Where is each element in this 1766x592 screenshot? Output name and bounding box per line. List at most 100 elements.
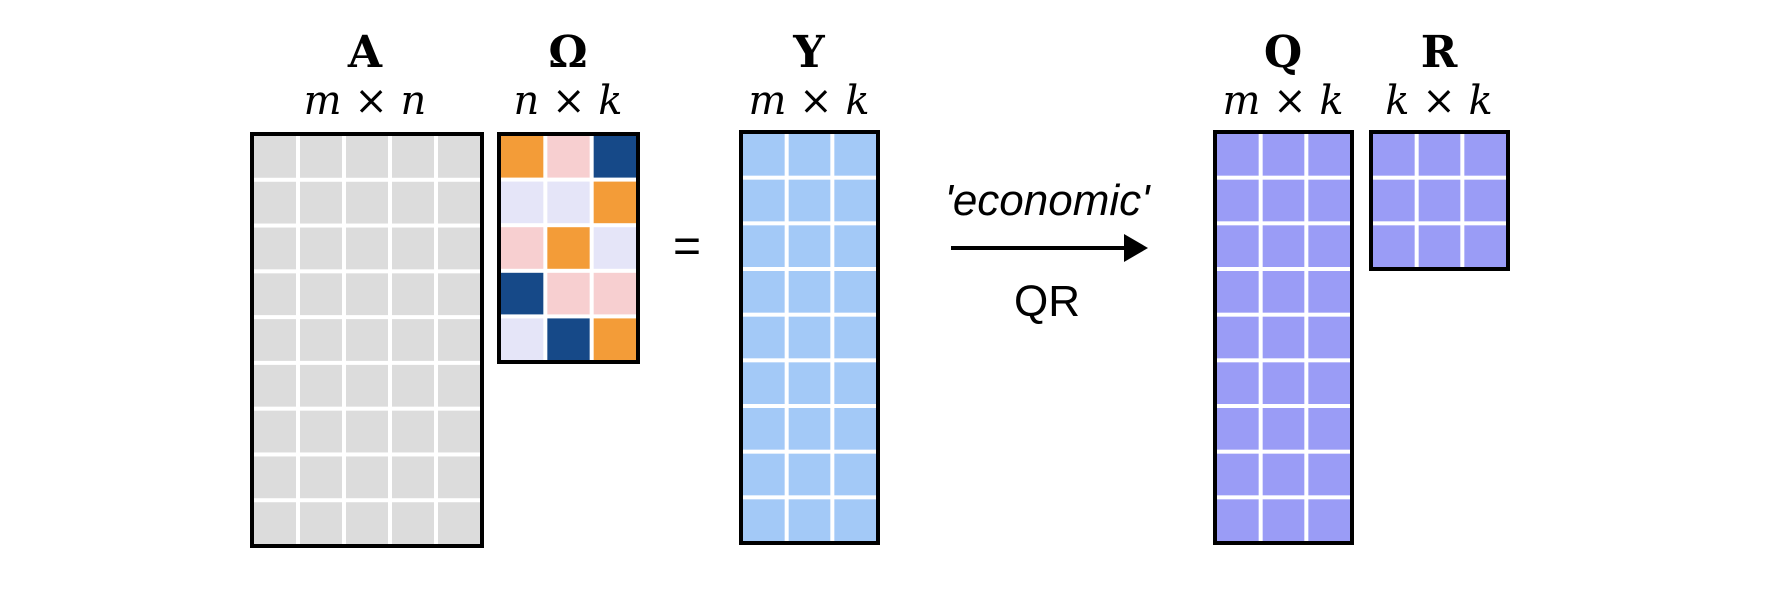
matrix-A-cell: [438, 456, 480, 499]
matrix-Y-cell: [788, 179, 831, 222]
matrix-omega-dims: n × k: [514, 78, 623, 124]
matrix-R-cell: [1418, 134, 1461, 176]
qr-operation: 'economic' QR: [944, 176, 1151, 326]
matrix-Y-cell: [834, 134, 876, 176]
matrix-A-cell: [346, 319, 388, 361]
matrix-A-cell: [300, 364, 342, 407]
matrix-A-cell: [346, 502, 388, 544]
matrix-Y-cell: [788, 134, 831, 176]
matrix-omega-cell: [501, 227, 544, 269]
matrix-A-cell: [346, 273, 388, 316]
matrix-A-title: A: [347, 27, 383, 78]
matrix-omega-cell: [547, 227, 590, 269]
matrix-Q-cell: [1217, 316, 1259, 359]
matrix-A-cell: [254, 136, 296, 178]
matrix-Q-cell: [1217, 179, 1259, 222]
matrix-Y-cell: [788, 408, 831, 450]
matrix-A-cell: [300, 273, 342, 316]
matrix-A-cell: [438, 227, 480, 270]
matrix-Y-cell: [788, 225, 831, 267]
matrix-Q-cell: [1308, 225, 1350, 267]
matrix-A-cell: [300, 227, 342, 270]
matrix-A-cell: [346, 227, 388, 270]
matrix-Y-cell: [743, 362, 785, 404]
matrix-Q-cell: [1217, 453, 1259, 496]
matrix-Y-cell: [743, 134, 785, 176]
matrix-Q-cell: [1262, 225, 1305, 267]
matrix-A-cell: [254, 319, 296, 361]
matrix-Q-border: [1213, 130, 1354, 545]
arrow-head-icon: [1124, 234, 1148, 262]
matrix-A-cell: [392, 273, 434, 316]
matrix-A-grid: [250, 132, 484, 548]
matrix-Q: Q m × k: [1213, 27, 1354, 545]
matrix-Q-cell: [1262, 408, 1305, 450]
matrix-R-dims: k × k: [1385, 78, 1492, 124]
matrix-omega-cell: [547, 136, 590, 178]
matrix-A-cell: [300, 410, 342, 453]
matrix-Q-cell: [1308, 134, 1350, 176]
matrix-omega-cell: [501, 272, 544, 315]
matrix-omega-cell: [593, 227, 636, 269]
matrix-Q-cell: [1308, 453, 1350, 496]
matrix-omega-cell: [501, 181, 544, 224]
matrix-A-cell: [254, 410, 296, 453]
matrix-Y-cell: [743, 453, 785, 496]
matrix-A-cell: [392, 227, 434, 270]
matrix-A-cell: [392, 364, 434, 407]
matrix-R-cell: [1464, 225, 1506, 267]
matrix-R-grid: [1369, 130, 1510, 271]
matrix-omega-cell: [593, 136, 636, 178]
matrix-Y-cell: [834, 453, 876, 496]
matrix-Y-cell: [834, 271, 876, 313]
matrix-Q-cell: [1262, 316, 1305, 359]
matrix-A-cell: [300, 136, 342, 178]
matrix-Y-cell: [834, 316, 876, 359]
matrix-Y-cell: [743, 271, 785, 313]
matrix-Y-cell: [743, 499, 785, 541]
matrix-A-cell: [300, 456, 342, 499]
matrix-A-cell: [438, 319, 480, 361]
matrix-A: A m × n: [250, 27, 484, 548]
matrix-A-cell: [254, 227, 296, 270]
matrix-A-cell: [346, 410, 388, 453]
matrix-A-cell: [392, 456, 434, 499]
matrix-Y-cell: [743, 316, 785, 359]
matrix-Y-cell: [743, 408, 785, 450]
matrix-omega: Ω n × k: [497, 27, 640, 364]
matrix-omega-cell: [547, 272, 590, 315]
matrix-A-cell: [392, 136, 434, 178]
qr-name-label: QR: [1014, 277, 1080, 326]
equals-sign: =: [673, 220, 701, 273]
matrix-A-dims: m × n: [304, 78, 427, 124]
matrix-omega-cell: [593, 318, 636, 360]
matrix-A-cell: [346, 136, 388, 178]
matrix-omega-grid: [497, 132, 640, 364]
matrix-Q-cell: [1262, 453, 1305, 496]
matrix-omega-title: Ω: [548, 27, 587, 78]
matrix-A-cell: [438, 502, 480, 544]
matrix-omega-cell: [547, 318, 590, 360]
matrix-A-cell: [254, 181, 296, 224]
matrix-R-cell: [1373, 179, 1415, 222]
matrix-A-cell: [438, 273, 480, 316]
matrix-A-border: [250, 132, 484, 548]
matrix-Q-title: Q: [1264, 27, 1302, 78]
matrix-R-cell: [1418, 225, 1461, 267]
matrix-Q-grid: [1213, 130, 1354, 545]
matrix-A-cell: [300, 319, 342, 361]
matrix-omega-cell: [593, 181, 636, 224]
matrix-omega-cell: [593, 272, 636, 315]
matrix-A-cell: [300, 181, 342, 224]
matrix-Y-cell: [834, 225, 876, 267]
matrix-A-cell: [254, 273, 296, 316]
matrix-Q-cell: [1262, 134, 1305, 176]
matrix-Y-cell: [834, 408, 876, 450]
matrix-Y-title: Y: [792, 27, 825, 78]
matrix-A-cell: [392, 410, 434, 453]
matrix-Q-cell: [1308, 408, 1350, 450]
matrix-omega-cell: [501, 318, 544, 360]
matrix-Y-cell: [834, 499, 876, 541]
matrix-A-cell: [346, 181, 388, 224]
